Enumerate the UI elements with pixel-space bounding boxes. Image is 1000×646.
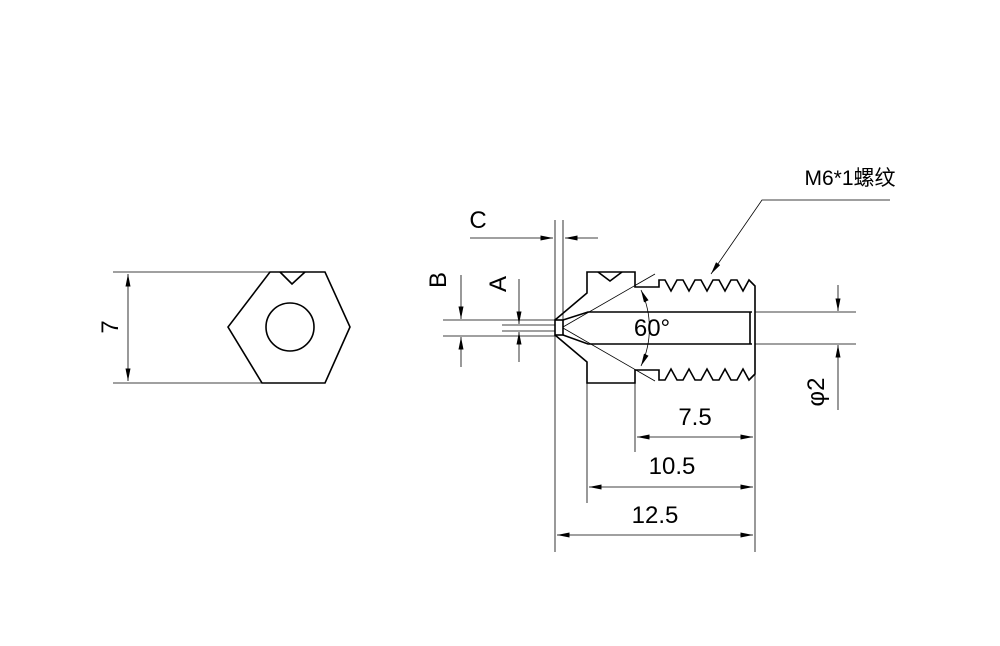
angle-label: 60° xyxy=(634,315,670,342)
thread-leader xyxy=(710,199,890,275)
hex-notch xyxy=(279,271,306,286)
thread-note: M6*1螺纹 xyxy=(804,167,895,190)
nozzle-outline xyxy=(554,271,756,384)
dim-12-5: 12.5 xyxy=(632,502,679,529)
nozzle-side-view: 60° C B A φ2 M6*1螺纹 7.5 xyxy=(425,167,896,552)
dim-10-5: 10.5 xyxy=(649,453,696,480)
diameter-label: φ2 xyxy=(803,378,830,407)
bore-circle xyxy=(265,302,315,352)
bore xyxy=(562,311,752,345)
hex-end-view: 7 xyxy=(97,271,351,384)
label-a: A xyxy=(485,276,512,292)
label-b: B xyxy=(425,272,452,288)
hexagon-outline xyxy=(227,271,351,384)
nozzle-hex-notch xyxy=(597,271,623,282)
angle-arc xyxy=(640,289,650,367)
dimension-7-label: 7 xyxy=(97,320,124,333)
nozzle-tip-orifice xyxy=(554,319,564,336)
dim-7-5: 7.5 xyxy=(678,404,711,431)
label-c: C xyxy=(469,207,486,234)
